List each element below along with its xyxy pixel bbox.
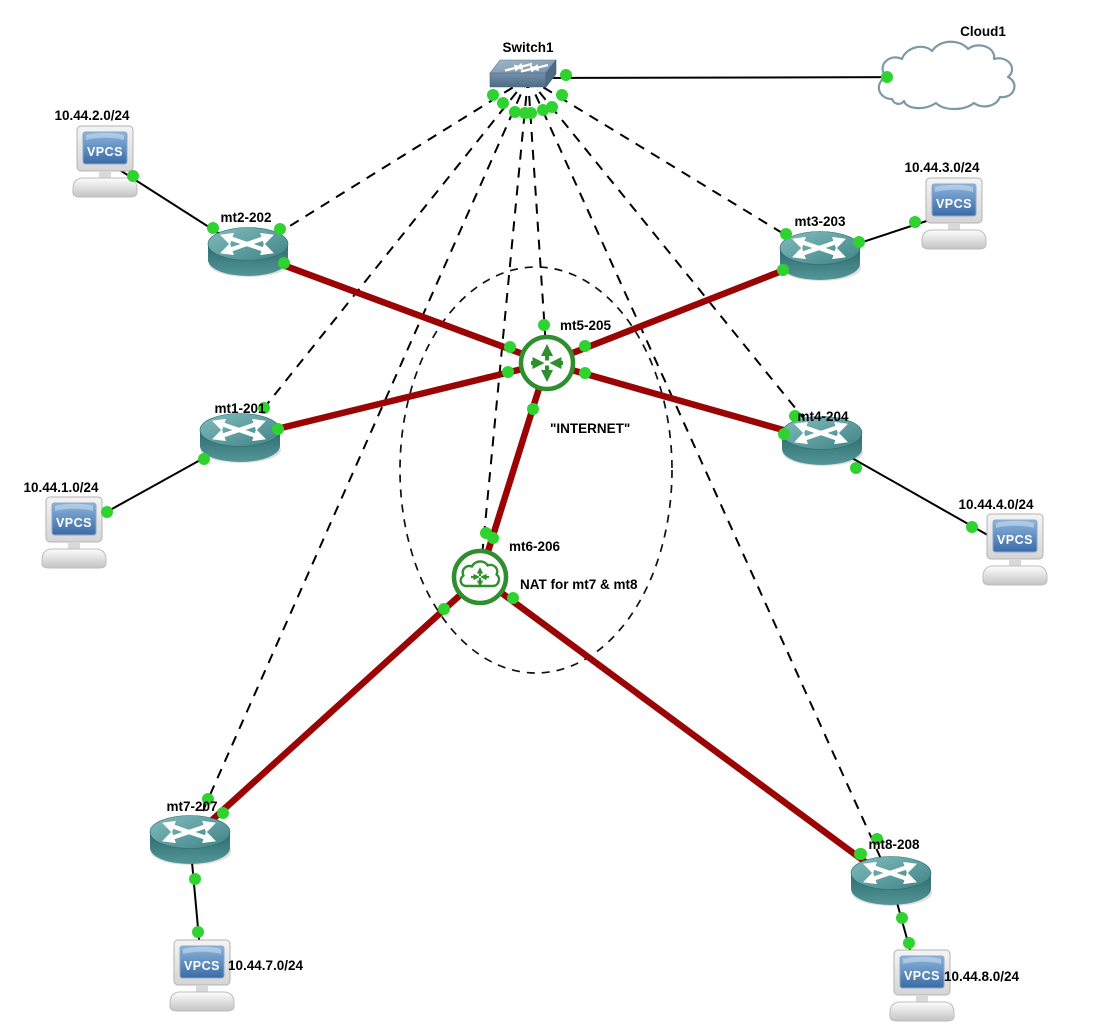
vpcs-icon-pc1[interactable] xyxy=(41,496,107,569)
nat-icon-mt6[interactable] xyxy=(454,551,506,603)
cloud-icon[interactable] xyxy=(877,40,1016,111)
port-dot xyxy=(853,236,865,248)
port-dot xyxy=(274,223,286,235)
router-icon-mt7[interactable] xyxy=(150,816,231,866)
link-switch1-mt3[interactable] xyxy=(527,77,821,257)
node-label-pc8: 10.44.8.0/24 xyxy=(944,969,1020,984)
port-dot xyxy=(217,807,229,819)
node-label-pc4: 10.44.4.0/24 xyxy=(958,497,1034,512)
annotation-internet: "INTERNET" xyxy=(550,421,630,436)
vpcs-icon-pc8[interactable] xyxy=(889,949,955,1022)
vpcs-screen-text: VPCS xyxy=(936,197,972,211)
port-dot xyxy=(502,366,514,378)
port-dot xyxy=(487,89,499,101)
port-dot xyxy=(207,222,219,234)
link-switch1-mt2[interactable] xyxy=(247,77,529,253)
link-switch1-mt7[interactable] xyxy=(189,77,529,841)
port-dot xyxy=(487,532,499,544)
dashed-links xyxy=(189,77,892,882)
vpcs-screen-text: VPCS xyxy=(184,959,220,973)
vpcs-icon-pc3[interactable] xyxy=(921,177,987,250)
node-label-pc7: 10.44.7.0/24 xyxy=(228,958,304,973)
port-dot xyxy=(272,423,284,435)
link-switch1-mt8[interactable] xyxy=(527,77,892,882)
vpcs-icon-pc7[interactable] xyxy=(169,939,235,1012)
internet-zone-ellipse xyxy=(399,266,673,674)
port-dot xyxy=(101,506,113,518)
port-dot xyxy=(525,107,537,119)
port-dot xyxy=(903,937,915,949)
port-dot xyxy=(497,97,509,109)
port-dot xyxy=(789,410,801,422)
link-mt5-mt3[interactable] xyxy=(545,252,822,367)
link-mt5-mt4[interactable] xyxy=(546,359,823,445)
port-dot xyxy=(881,71,893,83)
port-dot xyxy=(909,216,921,228)
link-switch1-mt6[interactable] xyxy=(479,77,529,578)
vpcs-screen-text: VPCS xyxy=(56,516,92,530)
node-label-mt1: mt1-201 xyxy=(214,401,266,416)
port-dot xyxy=(780,228,792,240)
port-dot xyxy=(854,848,866,860)
port-dot xyxy=(546,101,558,113)
port-dot xyxy=(527,403,539,415)
link-mt6-mt8[interactable] xyxy=(478,574,893,884)
node-label-mt6: mt6-206 xyxy=(509,539,561,554)
node-label-pc2: 10.44.2.0/24 xyxy=(54,108,130,123)
port-dot xyxy=(189,873,201,885)
vpcs-screen-text: VPCS xyxy=(997,533,1033,547)
port-status-dots xyxy=(101,69,978,949)
link-mt5-mt1[interactable] xyxy=(239,359,548,442)
port-dot xyxy=(850,462,862,474)
node-label-mt7: mt7-207 xyxy=(166,799,217,814)
node-label-mt4: mt4-204 xyxy=(797,409,849,424)
link-switch1-cloud1[interactable] xyxy=(527,76,951,79)
node-label-mt8: mt8-208 xyxy=(868,837,920,852)
ethernet-switch-icon[interactable] xyxy=(490,60,556,87)
port-dot xyxy=(258,402,270,414)
link-switch1-mt4[interactable] xyxy=(527,77,823,442)
node-label-mt5: mt5-205 xyxy=(560,318,612,333)
port-dot xyxy=(560,69,572,81)
link-mt6-mt7[interactable] xyxy=(187,574,483,843)
port-dot xyxy=(777,264,789,276)
internet-router-icon-mt5[interactable] xyxy=(521,337,573,389)
port-dot xyxy=(509,106,521,118)
router-icon-mt8[interactable] xyxy=(851,857,932,907)
port-dot xyxy=(556,89,568,101)
port-dot xyxy=(192,926,204,938)
port-dot xyxy=(966,521,978,533)
port-dot xyxy=(896,912,908,924)
port-dot xyxy=(579,367,591,379)
link-switch1-mt1[interactable] xyxy=(239,77,529,439)
link-switch1-mt5[interactable] xyxy=(527,77,548,364)
port-dot xyxy=(778,428,790,440)
router-icon-mt3[interactable] xyxy=(780,232,861,282)
annotation-nat: NAT for mt7 & mt8 xyxy=(520,577,638,592)
port-dot xyxy=(538,319,550,331)
port-dot xyxy=(507,592,519,604)
node-label-pc3: 10.44.3.0/24 xyxy=(904,160,980,175)
vpcs-icon-pc2[interactable] xyxy=(72,125,138,198)
node-label-switch1: Switch1 xyxy=(502,40,554,55)
port-dot xyxy=(202,793,214,805)
vpcs-screen-text: VPCS xyxy=(87,145,123,159)
vpcs-icon-pc4[interactable] xyxy=(982,513,1048,586)
node-label-cloud1: Cloud1 xyxy=(960,24,1006,39)
port-dot xyxy=(198,453,210,465)
node-label-pc1: 10.44.1.0/24 xyxy=(23,480,99,495)
port-dot xyxy=(871,833,883,845)
port-dot xyxy=(579,340,591,352)
router-icon-mt1[interactable] xyxy=(200,414,281,464)
port-dot xyxy=(504,341,516,353)
node-label-mt3: mt3-203 xyxy=(794,214,846,229)
router-icon-mt2[interactable] xyxy=(208,228,289,278)
port-dot xyxy=(278,257,290,269)
port-dot xyxy=(127,170,139,182)
vpcs-screen-text: VPCS xyxy=(904,969,940,983)
port-dot xyxy=(438,603,450,615)
link-mt5-mt2[interactable] xyxy=(246,248,549,367)
node-label-mt2: mt2-202 xyxy=(220,210,271,225)
